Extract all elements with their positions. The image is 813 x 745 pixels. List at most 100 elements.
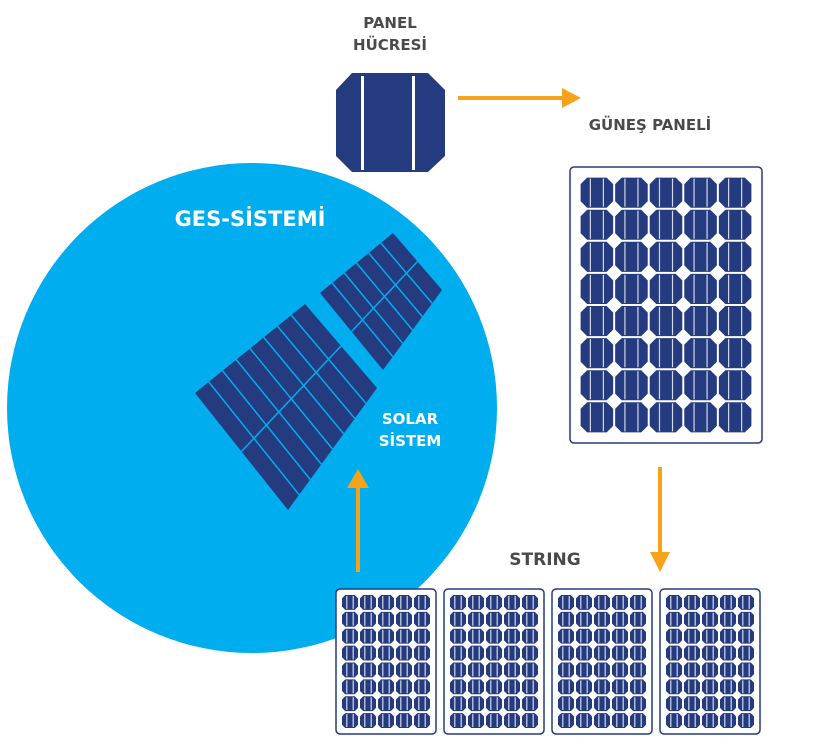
- solar-cell: [612, 662, 628, 678]
- solar-cell: [684, 402, 717, 433]
- arrow-panel-to-string: [650, 467, 670, 572]
- solar-cell: [396, 696, 412, 712]
- solar-cell: [684, 662, 700, 678]
- solar-cell: [468, 713, 484, 728]
- solar-cell: [486, 713, 502, 728]
- solar-cell: [630, 662, 646, 678]
- solar-cell: [666, 696, 682, 712]
- solar-cell: [360, 611, 376, 627]
- solar-cell: [504, 662, 520, 678]
- solar-cell: [450, 628, 466, 644]
- solar-cell: [738, 628, 754, 644]
- solar-cell: [378, 595, 394, 610]
- solar-cell: [615, 306, 648, 337]
- solar-cell: [396, 628, 412, 644]
- solar-cell: [414, 611, 430, 627]
- solar-cell: [702, 611, 718, 627]
- solar-cell: [580, 338, 614, 369]
- solar-cell: [649, 402, 683, 433]
- solar-cell: [468, 662, 484, 678]
- solar-cell: [486, 696, 502, 712]
- solar-cell: [522, 595, 538, 610]
- string-label: STRING: [509, 550, 581, 570]
- solar-cell: [615, 338, 648, 369]
- solar-cell: [718, 338, 752, 369]
- solar-cell: [360, 696, 376, 712]
- solar-cell: [522, 628, 538, 644]
- solar-panel: [551, 588, 653, 735]
- solar-cell: [378, 662, 394, 678]
- solar-cell: [558, 611, 574, 627]
- solar-cell: [396, 645, 412, 661]
- solar-cell: [649, 306, 683, 337]
- solar-cell: [666, 645, 682, 661]
- solar-cell: [522, 662, 538, 678]
- solar-cell: [378, 645, 394, 661]
- solar-cell: [738, 713, 754, 728]
- solar-cell: [360, 645, 376, 661]
- solar-cell: [702, 713, 718, 728]
- solar-system-label: SOLAR SİSTEM: [360, 408, 460, 452]
- solar-cell: [684, 370, 717, 401]
- solar-cell: [738, 611, 754, 627]
- solar-cell: [450, 662, 466, 678]
- solar-cell: [612, 645, 628, 661]
- solar-cell: [718, 273, 752, 304]
- solar-cell: [396, 595, 412, 610]
- solar-cell: [342, 713, 358, 728]
- solar-cell: [666, 595, 682, 610]
- solar-cell: [720, 645, 736, 661]
- solar-cell: [702, 595, 718, 610]
- solar-cell: [630, 611, 646, 627]
- solar-cell: [378, 628, 394, 644]
- string-panels: [335, 588, 761, 735]
- solar-cell: [558, 628, 574, 644]
- solar-cell: [612, 628, 628, 644]
- solar-cell: [468, 595, 484, 610]
- solar-cell: [342, 662, 358, 678]
- solar-cell: [666, 662, 682, 678]
- solar-cell: [450, 696, 466, 712]
- solar-cell: [360, 595, 376, 610]
- solar-cell: [576, 662, 592, 678]
- solar-cell: [580, 306, 614, 337]
- panel-cell-icon: [336, 73, 445, 172]
- solar-cell: [576, 595, 592, 610]
- solar-cell: [630, 696, 646, 712]
- solar-cell: [468, 679, 484, 695]
- solar-cell: [486, 628, 502, 644]
- solar-system-label-line2: SİSTEM: [378, 432, 442, 450]
- solar-cell: [594, 696, 610, 712]
- solar-cell: [522, 645, 538, 661]
- solar-cell: [718, 209, 752, 240]
- tilted-panel-array: [320, 233, 442, 370]
- solar-cell: [522, 713, 538, 728]
- solar-cell: [580, 177, 614, 208]
- solar-cell: [720, 662, 736, 678]
- solar-cell: [580, 370, 614, 401]
- solar-cell: [666, 628, 682, 644]
- solar-cell: [615, 273, 648, 304]
- solar-cell: [504, 679, 520, 695]
- solar-cell: [576, 679, 592, 695]
- solar-cell: [612, 679, 628, 695]
- solar-cell: [718, 177, 752, 208]
- solar-cell: [576, 611, 592, 627]
- solar-cell: [522, 679, 538, 695]
- solar-cell: [594, 611, 610, 627]
- solar-cell: [576, 645, 592, 661]
- solar-cell: [522, 611, 538, 627]
- solar-cell: [396, 611, 412, 627]
- solar-cell: [684, 696, 700, 712]
- solar-cell: [468, 696, 484, 712]
- solar-cell: [594, 662, 610, 678]
- solar-cell: [702, 696, 718, 712]
- solar-cell: [360, 662, 376, 678]
- solar-panel: [569, 166, 763, 444]
- solar-cell: [414, 662, 430, 678]
- arrow-cell-to-panel: [458, 88, 581, 108]
- solar-cell: [718, 306, 752, 337]
- solar-cell: [486, 679, 502, 695]
- solar-cell: [504, 595, 520, 610]
